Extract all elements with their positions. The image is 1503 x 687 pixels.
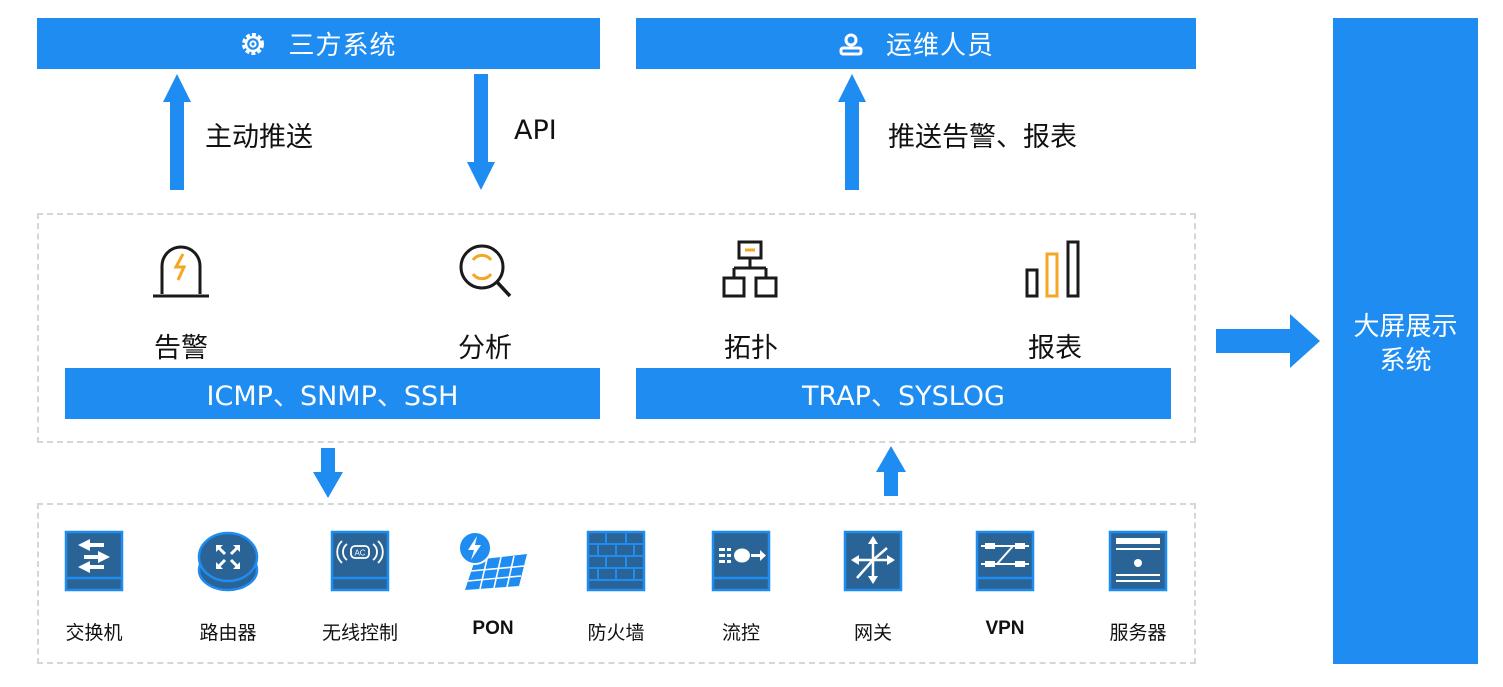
bar-chart-icon (1025, 240, 1080, 298)
device-label: 服务器 (1109, 622, 1167, 644)
device-router: 路由器 (173, 530, 283, 645)
wireless-controller-icon: AC (330, 530, 390, 592)
device-firewall: 防火墙 (561, 530, 671, 645)
big-screen-line1: 大屏展示 (1353, 312, 1458, 342)
third-party-system-bar: 三方系统 (37, 18, 600, 69)
gateway-icon (843, 530, 903, 592)
up-arrow-from-devices (876, 446, 906, 496)
analysis-icon (459, 244, 512, 298)
protocol-left-label: ICMP、SNMP、SSH (206, 381, 459, 412)
pon-icon (458, 531, 527, 590)
server-icon (1108, 530, 1168, 592)
protocol-right-label: TRAP、SYSLOG (802, 381, 1005, 412)
router-icon (197, 531, 259, 592)
device-label: 流控 (721, 622, 760, 644)
right-arrow (1216, 314, 1320, 368)
device-switch: 交换机 (39, 530, 149, 645)
api-label: API (514, 115, 557, 146)
platform-box (37, 213, 1196, 443)
device-gateway: 网关 (818, 530, 928, 645)
function-label: 报表 (1028, 333, 1082, 364)
device-label: 防火墙 (587, 622, 645, 644)
push-label: 主动推送 (205, 122, 313, 153)
api-down-arrow (467, 74, 495, 190)
device-label: 无线控制 (321, 622, 398, 644)
big-screen-label: 大屏展示 系统 (1333, 310, 1478, 378)
topology-icon (722, 240, 778, 298)
function-alarm: 告警 (111, 240, 251, 365)
flow-control-icon (711, 530, 771, 592)
device-flow-control: 流控 (686, 530, 796, 645)
function-report: 报表 (985, 240, 1125, 365)
device-wireless-controller: AC 无线控制 (305, 530, 415, 645)
device-label: VPN (985, 618, 1025, 639)
big-screen-system: 大屏展示 系统 (1333, 18, 1478, 664)
ops-staff-bar: 运维人员 (636, 18, 1196, 69)
function-topology: 拓扑 (681, 240, 821, 365)
vpn-icon (975, 530, 1035, 592)
device-label: 交换机 (65, 622, 123, 644)
alerts-reports-label: 推送告警、报表 (888, 122, 1077, 153)
third-party-system-label: 三方系统 (288, 31, 397, 61)
device-pon: PON (438, 530, 548, 640)
ops-staff-label: 运维人员 (885, 31, 994, 61)
alerts-up-arrow (838, 74, 866, 190)
firewall-icon (586, 530, 646, 592)
big-screen-line2: 系统 (1379, 346, 1432, 376)
switch-icon (64, 530, 124, 592)
device-label: 路由器 (199, 622, 257, 644)
device-label: 网关 (853, 622, 892, 644)
function-analysis: 分析 (415, 240, 555, 365)
function-label: 告警 (154, 333, 208, 364)
protocol-bar-left: ICMP、SNMP、SSH (65, 368, 600, 419)
user-icon (839, 33, 863, 55)
device-box (37, 503, 1196, 664)
device-vpn: VPN (950, 530, 1060, 640)
push-up-arrow (163, 74, 191, 190)
device-server: 服务器 (1083, 530, 1193, 645)
function-label: 拓扑 (724, 333, 778, 364)
down-arrow-to-devices (313, 448, 343, 498)
alarm-icon (153, 245, 209, 298)
gear-icon (242, 32, 265, 55)
function-label: 分析 (458, 333, 512, 364)
device-label: PON (472, 618, 514, 639)
svg-text:AC: AC (354, 549, 365, 558)
protocol-bar-right: TRAP、SYSLOG (636, 368, 1171, 419)
